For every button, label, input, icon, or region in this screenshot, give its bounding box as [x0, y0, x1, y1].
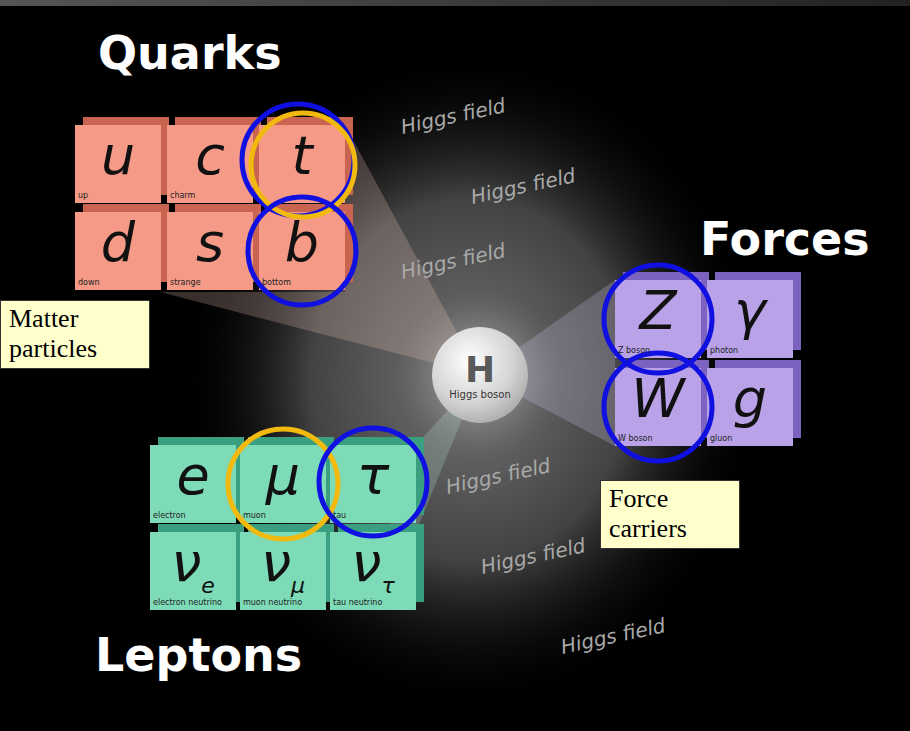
callout-text: Matter particles: [9, 304, 141, 364]
group-heading: Leptons: [95, 628, 302, 682]
blue-ring: [604, 265, 712, 373]
particle-cube: Z Z boson: [615, 280, 701, 358]
watermark-holder: Higgs field: [480, 545, 586, 567]
particle-cube: u up: [75, 125, 161, 203]
blue-ring: [604, 353, 712, 461]
particle-symbol: u: [75, 125, 161, 185]
particle-name: gluon: [707, 434, 793, 446]
particle-name: electron: [150, 511, 236, 523]
particle-cube: μ muon: [240, 445, 326, 523]
yellow-ring: [228, 429, 338, 539]
particle-symbol: d: [75, 212, 161, 272]
particle-symbol: γ: [707, 280, 793, 340]
particle-name: charm: [167, 191, 253, 203]
particle-symbol: μ: [240, 445, 326, 505]
lepton-beam: [150, 375, 480, 532]
group-heading-holder: Leptons: [95, 630, 302, 680]
particle-name: strange: [167, 278, 253, 290]
group-heading-holder: Forces: [700, 214, 870, 264]
particle-symbol: g: [707, 368, 793, 428]
particle-cube: t: [259, 125, 345, 203]
particle-name: muon neutrino: [240, 598, 326, 610]
watermark-holder: Higgs field: [470, 175, 576, 197]
particle-cube: c charm: [167, 125, 253, 203]
field-watermark: Higgs field: [444, 454, 553, 498]
particle-cube: s strange: [167, 212, 253, 290]
callout-box: Matter particles: [0, 300, 150, 369]
particle-name: bottom: [259, 278, 345, 290]
particle-name: down: [75, 278, 161, 290]
watermark-holder: Higgs field: [400, 250, 506, 272]
particle-name: Higgs boson: [449, 389, 511, 400]
particle-name: Z boson: [615, 346, 701, 358]
field-watermark: Higgs field: [479, 534, 588, 578]
group-heading: Quarks: [98, 26, 282, 80]
particle-symbol: e: [150, 445, 236, 505]
particle-cube: g gluon: [707, 368, 793, 446]
blue-ring: [248, 197, 356, 305]
particle-symbol: W: [615, 368, 701, 428]
particle-cube: γ photon: [707, 280, 793, 358]
particle-symbol: H: [465, 351, 495, 389]
particle-cube: νe electron neutrino: [150, 532, 236, 610]
callout-text: Force carriers: [609, 484, 731, 544]
particle-cube: τ tau: [330, 445, 416, 523]
particle-cube: νμ muon neutrino: [240, 532, 326, 610]
particle-symbol: νμ: [240, 532, 326, 592]
particle-name: up: [75, 191, 161, 203]
field-watermark: Higgs field: [399, 94, 508, 138]
top-bar: [0, 0, 910, 6]
particle-symbol: s: [167, 212, 253, 272]
field-watermark: Higgs field: [559, 614, 668, 658]
particle-symbol: t: [259, 125, 345, 185]
particle-name: electron neutrino: [150, 598, 236, 610]
callout-box: Force carriers: [600, 480, 740, 549]
particle-symbol: νe: [150, 532, 236, 592]
higgs-sphere: HHiggs boson: [432, 327, 528, 423]
particle-symbol: b: [259, 212, 345, 272]
watermark-holder: Higgs field: [560, 625, 666, 647]
particle-symbol: ντ: [330, 532, 416, 592]
particle-name: photon: [707, 346, 793, 358]
group-heading: Forces: [700, 212, 870, 266]
particle-symbol: Z: [615, 280, 701, 340]
field-watermark: Higgs field: [469, 164, 578, 208]
particle-name: tau neutrino: [330, 598, 416, 610]
particle-name: tau: [330, 511, 416, 523]
particle-cube: b bottom: [259, 212, 345, 290]
blue-ring: [242, 104, 354, 216]
higgs-field-cloud: [180, 50, 760, 710]
watermark-holder: Higgs field: [445, 465, 551, 487]
quark-beam: [160, 125, 480, 375]
particle-symbol: c: [167, 125, 253, 185]
particle-cube: d down: [75, 212, 161, 290]
particle-cube: e electron: [150, 445, 236, 523]
particle-symbol: τ: [330, 445, 416, 505]
particle-name: W boson: [615, 434, 701, 446]
watermark-holder: Higgs field: [400, 105, 506, 127]
yellow-ring: [251, 113, 355, 217]
field-watermark: Higgs field: [399, 239, 508, 283]
particle-cube: W W boson: [615, 368, 701, 446]
particle-name: muon: [240, 511, 326, 523]
group-heading-holder: Quarks: [98, 28, 282, 78]
blue-ring: [319, 428, 427, 536]
particle-cube: ντ tau neutrino: [330, 532, 416, 610]
